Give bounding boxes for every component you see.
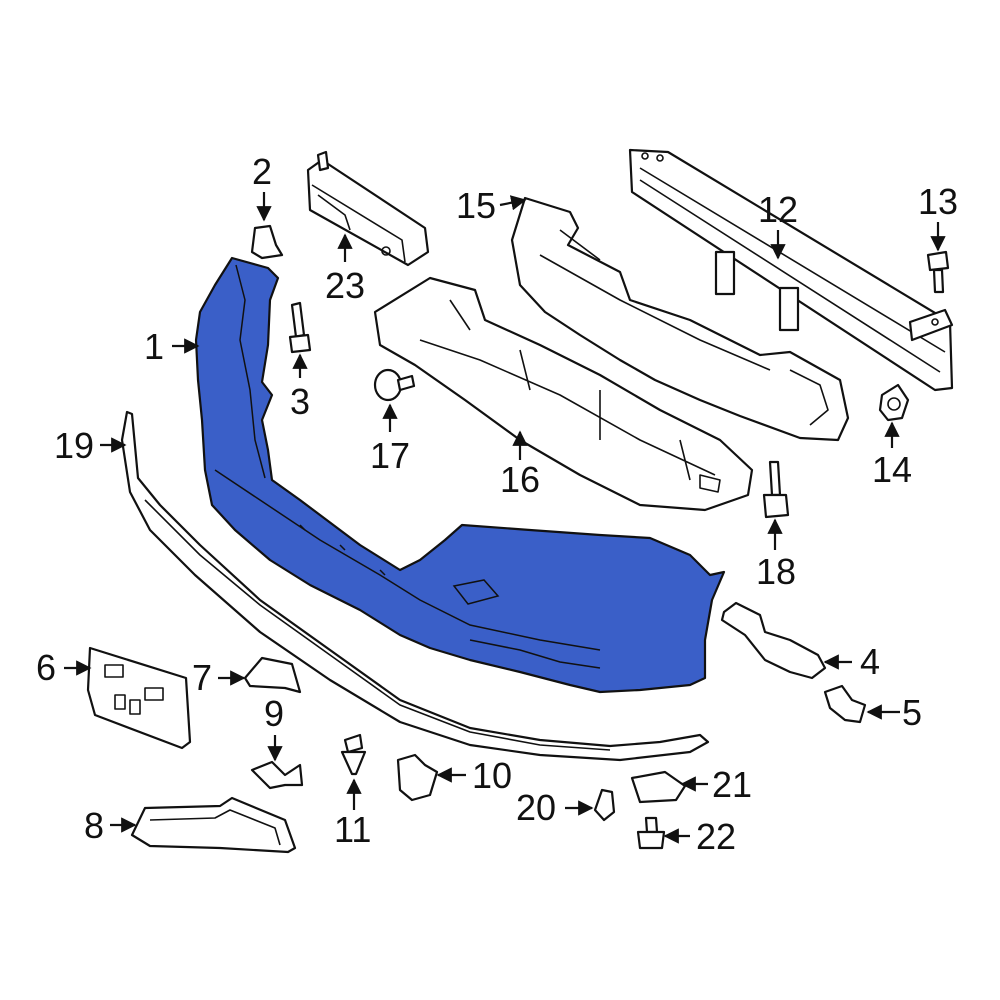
part-10-clip[interactable] — [396, 753, 439, 802]
callout-15: 15 — [456, 185, 496, 226]
callout-20: 20 — [516, 787, 556, 828]
part-14-nut[interactable] — [878, 383, 910, 422]
part-8-bezel[interactable] — [130, 796, 297, 854]
part-17-pin[interactable] — [373, 368, 416, 402]
callout-5: 5 — [902, 692, 922, 733]
part-5-bolt[interactable] — [823, 684, 867, 724]
part-13-bolt[interactable] — [926, 250, 950, 294]
part-18-bolt[interactable] — [762, 460, 790, 519]
part-2-clip[interactable] — [250, 224, 284, 260]
callout-10: 10 — [472, 755, 512, 796]
callout-1: 1 — [144, 326, 164, 367]
callout-labels: 1 2 3 4 5 6 7 8 9 10 11 12 13 14 15 16 1… — [36, 151, 958, 857]
part-3-bolt[interactable] — [288, 301, 312, 354]
part-20-clip[interactable] — [593, 788, 616, 822]
part-7-cover[interactable] — [243, 656, 302, 694]
part-21-clip[interactable] — [630, 770, 687, 804]
part-1-bumper-cover[interactable] — [194, 256, 726, 694]
part-23-bracket[interactable] — [306, 150, 430, 267]
part-12-reinforcement[interactable] — [628, 148, 954, 392]
callout-18: 18 — [756, 551, 796, 592]
callout-11: 11 — [334, 809, 371, 850]
callout-3: 3 — [290, 381, 310, 422]
part-22-bolt[interactable] — [636, 816, 666, 850]
callout-17: 17 — [370, 435, 410, 476]
part-16-deflector[interactable] — [373, 276, 754, 512]
callout-6: 6 — [36, 647, 56, 688]
callout-4: 4 — [860, 641, 880, 682]
callout-16: 16 — [500, 459, 540, 500]
part-9-bulb[interactable] — [250, 760, 304, 790]
part-15-absorber[interactable] — [510, 196, 850, 442]
callout-8: 8 — [84, 805, 104, 846]
callout-21: 21 — [712, 764, 752, 805]
part-19-lower-strip[interactable] — [120, 410, 710, 762]
callout-9: 9 — [264, 693, 284, 734]
callout-19: 19 — [54, 425, 94, 466]
callout-23: 23 — [325, 265, 365, 306]
part-11-fastener[interactable] — [340, 733, 367, 776]
callout-2: 2 — [252, 151, 272, 192]
leader-lines — [64, 192, 946, 844]
callout-13: 13 — [918, 181, 958, 222]
callout-22: 22 — [696, 816, 736, 857]
callout-14: 14 — [872, 449, 912, 490]
part-4-bracket[interactable] — [720, 601, 827, 680]
callout-12: 12 — [758, 189, 798, 230]
part-6-license-bracket[interactable] — [86, 646, 192, 750]
callout-7: 7 — [192, 657, 212, 698]
